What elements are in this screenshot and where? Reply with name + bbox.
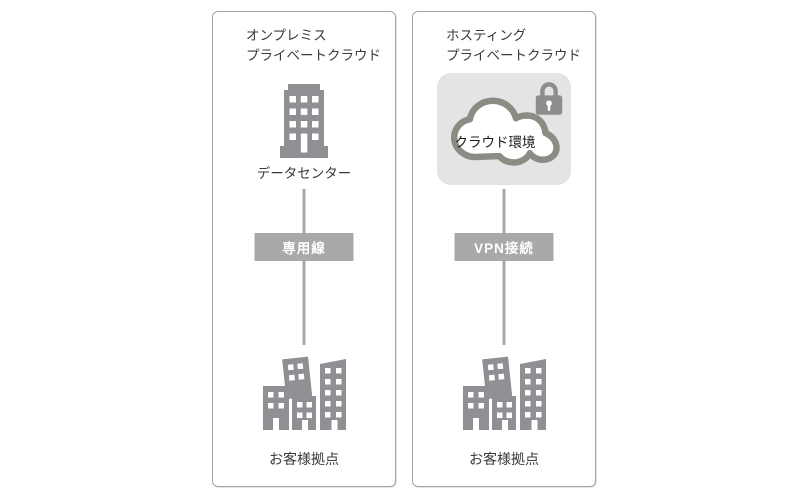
hosting-site-label: お客様拠点	[469, 451, 539, 467]
hosting-panel: ホスティング プライベートクラウド クラウド環境 VPN接続	[412, 11, 596, 487]
lock-icon	[534, 79, 564, 117]
city-buildings-icon	[260, 356, 348, 430]
onpremise-connector-line-bottom	[302, 261, 306, 345]
onpremise-site-label: お客様拠点	[269, 451, 339, 467]
hosting-title-line2: プライベートクラウド	[446, 48, 581, 63]
onpremise-title-line2: プライベートクラウド	[246, 48, 381, 63]
datacenter-label: データセンター	[256, 166, 352, 181]
cloud-icon	[450, 97, 560, 166]
cloud-environment-label: クラウド環境	[454, 135, 536, 150]
hosting-connector-line-bottom	[502, 261, 506, 345]
hosting-connector-line-top	[502, 189, 506, 233]
onpremise-connector-line-top	[302, 189, 306, 233]
hosting-title-line1: ホスティング	[446, 28, 527, 43]
city-buildings-icon	[460, 356, 548, 430]
office-building-icon	[271, 84, 337, 158]
vpn-connection-badge: VPN接続	[454, 233, 554, 261]
secure-cloud-box: クラウド環境	[437, 73, 571, 185]
dedicated-line-badge: 専用線	[254, 233, 354, 261]
onpremise-title-line1: オンプレミス	[246, 28, 327, 43]
hosting-panel-title: ホスティング プライベートクラウド	[446, 26, 581, 66]
onpremise-panel: オンプレミス プライベートクラウド データセンター 専用線	[212, 11, 396, 487]
onpremise-panel-title: オンプレミス プライベートクラウド	[246, 26, 381, 66]
